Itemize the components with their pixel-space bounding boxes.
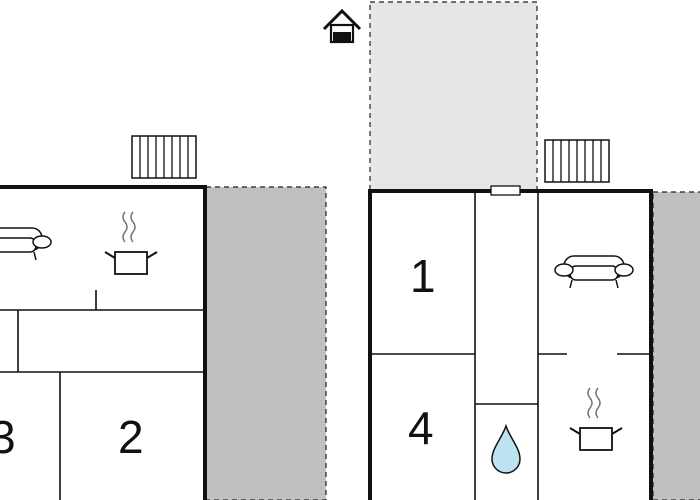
sofa-icon xyxy=(554,255,634,289)
terrace-right-unit xyxy=(652,191,700,500)
room-number-4: 4 xyxy=(408,402,434,454)
room-number-3: 3 xyxy=(0,411,16,463)
house-entrance-icon xyxy=(322,8,362,44)
room-number-1: 1 xyxy=(410,250,436,302)
right-unit: 1 4 xyxy=(368,1,700,500)
terrace-left-unit xyxy=(205,186,327,500)
terrace-railing-icon xyxy=(131,135,197,179)
sofa-icon xyxy=(0,227,52,261)
cooking-pot-icon xyxy=(569,387,623,451)
terrace-top xyxy=(369,1,538,191)
cooking-pot-icon xyxy=(104,211,158,275)
room-number-2: 2 xyxy=(118,411,144,463)
left-unit: 3 2 xyxy=(0,135,327,500)
entrance-door xyxy=(490,185,521,196)
left-unit-outer-wall xyxy=(0,185,207,500)
water-drop-icon xyxy=(491,423,521,474)
terrace-railing-icon xyxy=(544,139,610,183)
